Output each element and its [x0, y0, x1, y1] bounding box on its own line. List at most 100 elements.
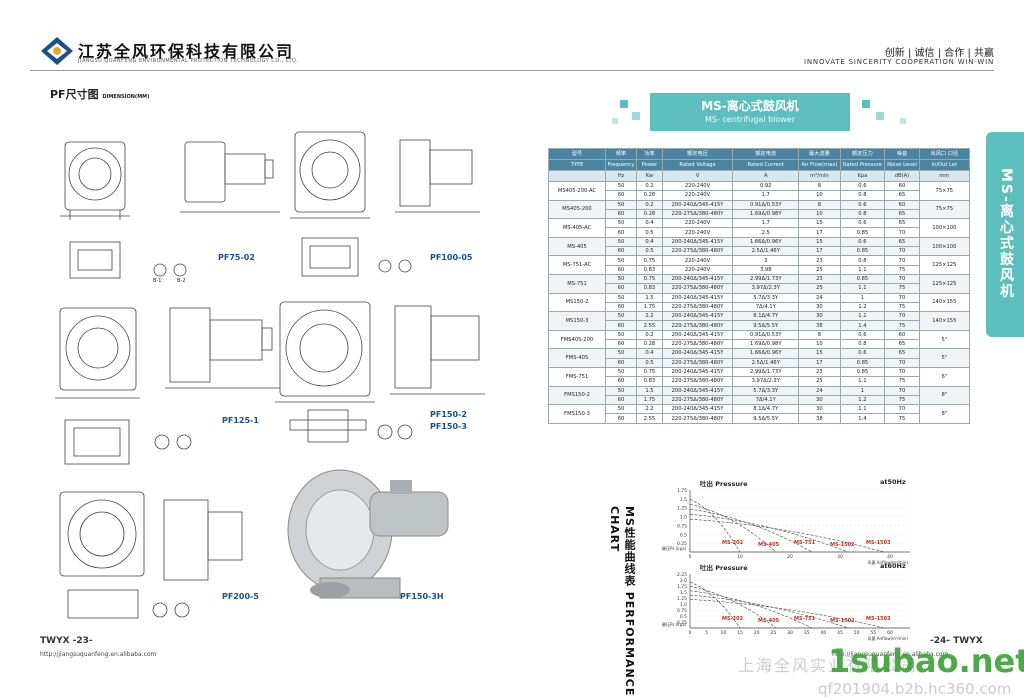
spec-value-cell: 70	[884, 404, 920, 415]
spec-table-unit-cell: m³/min	[798, 170, 841, 182]
spec-value-cell: 1.4	[839, 413, 886, 424]
chart-y-tick-label: 0.75	[677, 523, 687, 529]
spec-value-cell: 2.99Δ/1.73Y	[732, 273, 800, 285]
spec-value-cell: 220-240V	[661, 255, 734, 266]
spec-table-header-en-cell: Frequency	[605, 159, 638, 171]
spec-value-cell: 70	[884, 385, 920, 396]
spec-model-cell: MS-405-AC	[547, 218, 607, 238]
spec-value-cell: 7Δ/4.1Y	[732, 394, 800, 406]
spec-value-cell: 1.69Δ/0.98Y	[732, 208, 800, 220]
spec-value-cell: 0.91Δ/0.53Y	[732, 329, 800, 341]
spec-value-cell: 65	[884, 348, 920, 359]
chart-y-tick-label: 0.25	[677, 541, 687, 547]
spec-value-cell: 220-275Δ/380-480Y	[661, 301, 734, 313]
chart-x-axis-label: 风量 Airflow(m³/min)	[867, 635, 908, 641]
spec-value-cell: 2.2	[636, 404, 663, 415]
spec-value-cell: 30	[798, 301, 841, 313]
spec-model-cell: MS150-3	[547, 311, 607, 331]
chart-y-tick-label: 1.5	[680, 590, 687, 596]
spec-value-cell: 10	[798, 190, 841, 201]
spec-value-cell: 220-240V	[661, 227, 734, 238]
chart-x-tick-label: 30	[837, 554, 843, 560]
spec-value-cell: 200-240Δ/345-415Y	[661, 292, 734, 303]
spec-value-cell: 220-240V	[661, 190, 734, 201]
spec-model-cell: MS150-2	[547, 292, 607, 313]
spec-value-cell: 60	[605, 394, 638, 406]
spec-value-cell: 220-275Δ/380-480Y	[661, 339, 734, 350]
chart-x-tick-label: 40	[820, 630, 826, 636]
spec-value-cell: 75	[884, 301, 920, 313]
footer-left-url[interactable]: http://jiangsuquanfeng.en.alibaba.com	[40, 651, 157, 658]
chart-y-tick-label: 0.5	[680, 614, 687, 620]
spec-outlet-cell: 75×75	[918, 181, 971, 201]
spec-value-cell: 0.4	[636, 348, 663, 359]
spec-value-cell: 60	[605, 339, 638, 350]
spec-value-cell: 70	[884, 246, 920, 257]
spec-value-cell: 60	[605, 320, 638, 331]
spec-value-cell: 0.6	[839, 180, 886, 192]
model-label-pf125-1: PF125-1	[222, 416, 259, 425]
spec-value-cell: 10	[798, 339, 841, 350]
spec-value-cell: 1.4	[839, 320, 886, 331]
drawing-pf150-side	[390, 305, 485, 395]
chart1-pressure-label: 吐出 Pressure	[700, 480, 748, 488]
spec-value-cell: 65	[884, 339, 920, 350]
spec-model-cell: FMS150-3	[547, 404, 607, 424]
spec-value-cell: 1.69Δ/0.98Y	[732, 339, 800, 350]
spec-value-cell: 220-240V	[661, 218, 734, 229]
spec-value-cell: 5.7Δ/3.3Y	[732, 385, 800, 396]
spec-value-cell: 1.7	[732, 218, 800, 229]
spec-value-cell: 60	[605, 208, 638, 220]
spec-value-cell: 0.75	[636, 255, 663, 266]
spec-value-cell: 70	[884, 255, 920, 266]
spec-value-cell: 50	[605, 329, 638, 341]
banner-pixel-decoration	[900, 118, 906, 124]
footer-right-url[interactable]: http://jiangsuquanfeng.en.alibaba.com	[832, 651, 949, 658]
spec-value-cell: 0.83	[636, 264, 663, 275]
spec-value-cell: 1.1	[839, 404, 886, 415]
spec-value-cell: 75	[884, 394, 920, 406]
spec-value-cell: 50	[605, 236, 638, 248]
spec-value-cell: 1.1	[839, 376, 886, 387]
spec-table-header-en-cell: Power	[636, 159, 663, 171]
side-tab-label: MS-离心式鼓风机	[998, 168, 1014, 300]
chart-series-curve	[689, 508, 813, 553]
spec-value-cell: 70	[884, 366, 920, 378]
chart-series-label: MS-202	[722, 540, 744, 546]
spec-value-cell: 25	[798, 283, 841, 294]
spec-table-header-en-cell: In/Out Let	[918, 159, 971, 171]
spec-value-cell: 1.5	[636, 385, 663, 396]
dimension-section-title: PF尺寸图 DIMENSION(MM)	[50, 86, 149, 102]
chart-x-tick-label: 40	[887, 554, 893, 560]
view-label-b1: B-1	[153, 278, 162, 284]
spec-table-header-cell: 功率	[636, 148, 663, 160]
chart-y-tick-label: 1.25	[677, 506, 687, 512]
spec-value-cell: 23	[798, 366, 841, 378]
spec-value-cell: 0.8	[839, 208, 886, 220]
spec-value-cell: 60	[605, 283, 638, 294]
spec-value-cell: 1.75	[636, 301, 663, 313]
spec-value-cell: 30	[798, 394, 841, 406]
spec-table-unit-cell	[547, 170, 607, 182]
spec-model-cell: FMS150-2	[547, 385, 607, 406]
drawing-pf125-1-side	[165, 307, 280, 389]
spec-table-header-en-cell: Rated Current	[732, 159, 800, 171]
spec-value-cell: 60	[884, 329, 920, 341]
spec-value-cell: 8	[798, 180, 841, 192]
spec-outlet-cell: 8"	[918, 385, 971, 406]
spec-value-cell: 70	[884, 292, 920, 303]
spec-value-cell: 220-275Δ/380-480Y	[661, 246, 734, 257]
chart-series-curve	[689, 518, 885, 553]
spec-value-cell: 1.1	[839, 283, 886, 294]
banner-title-cn: MS-离心式鼓风机	[701, 99, 799, 113]
spec-table-header-cell: 额定电流	[732, 148, 800, 160]
spec-table-header-en-cell: Noise Level	[884, 159, 920, 171]
spec-outlet-cell: 75×75	[918, 199, 971, 220]
chart-x-tick-label: 10	[737, 554, 743, 560]
spec-value-cell: 50	[605, 292, 638, 303]
